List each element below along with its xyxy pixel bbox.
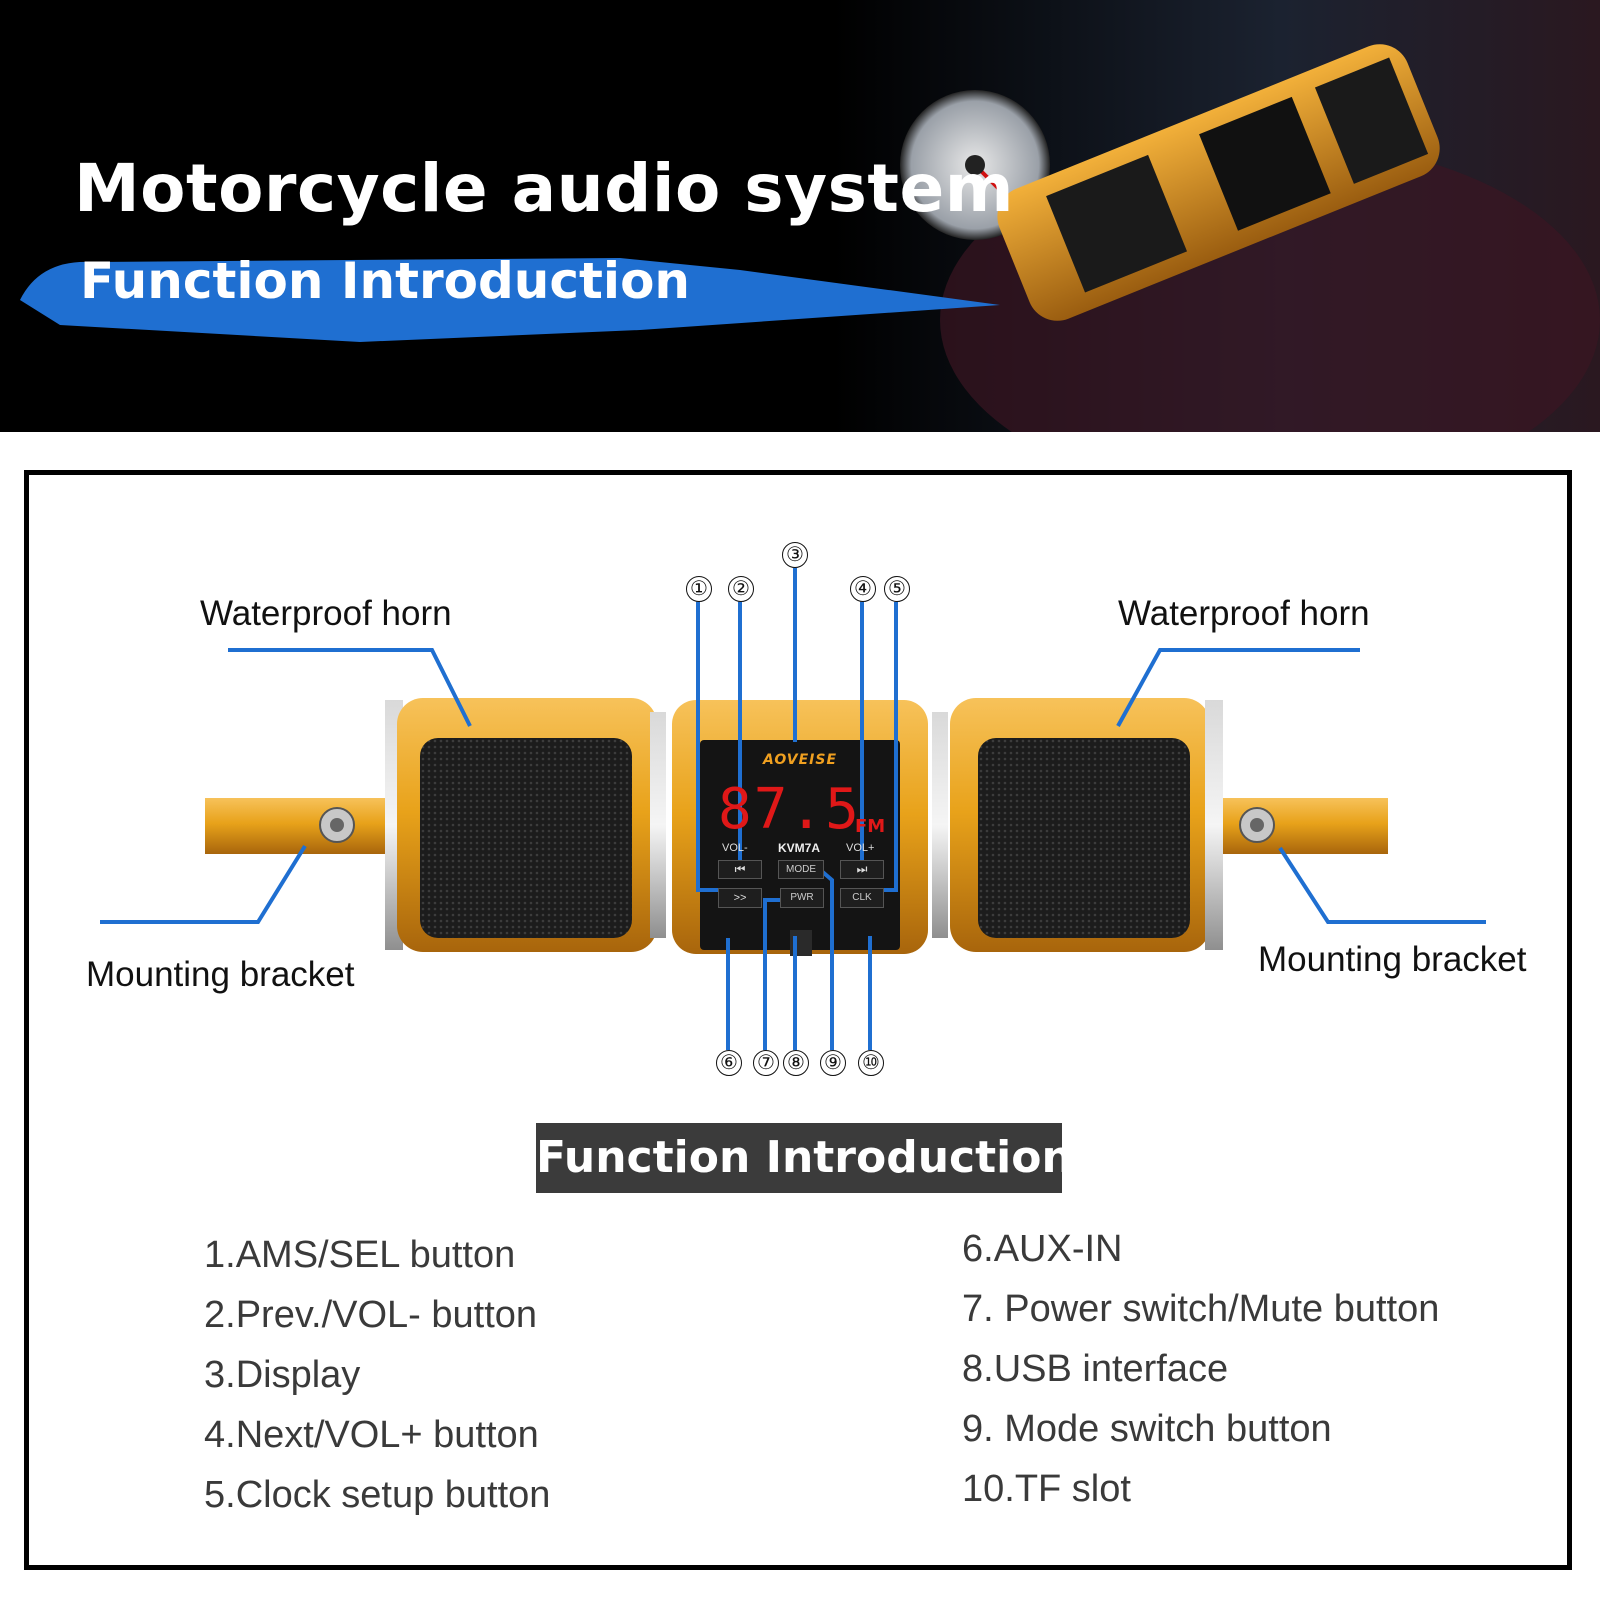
band-indicator: FM (855, 816, 886, 837)
feature-item: 1.AMS/SEL button (204, 1234, 516, 1276)
callout-lines (100, 568, 1486, 1050)
vol-plus-label: VOL+ (846, 842, 875, 854)
feature-item: 8.USB interface (962, 1348, 1229, 1390)
waterproof-horn-right (932, 698, 1223, 952)
header-banner: Motorcycle audio system Function Introdu… (0, 0, 1600, 432)
prev-vol-down-button[interactable]: ⏮ (718, 860, 762, 879)
page-subtitle: Function Introduction (80, 252, 691, 310)
feature-item: 4.Next/VOL+ button (204, 1414, 539, 1456)
feature-item: 10.TF slot (962, 1468, 1131, 1510)
feature-item: 5.Clock setup button (204, 1474, 551, 1516)
label-waterproof-horn-right: Waterproof horn (1118, 594, 1370, 633)
section-title: Function Introduction (536, 1123, 1073, 1193)
callout-9: ⑨ (820, 1050, 846, 1076)
power-button[interactable]: PWR (780, 888, 824, 908)
ams-sel-button[interactable]: >> (718, 888, 762, 908)
frequency-display: 87.5 (718, 777, 861, 842)
feature-item: 6.AUX-IN (962, 1228, 1123, 1270)
feature-item: 3.Display (204, 1354, 361, 1396)
callout-2: ② (728, 576, 754, 602)
callout-10: ⑩ (858, 1050, 884, 1076)
banner-photo (20, 44, 1600, 432)
callout-5: ⑤ (884, 576, 910, 602)
page-title: Motorcycle audio system (74, 150, 1014, 227)
clock-button[interactable]: CLK (840, 888, 884, 908)
mounting-bracket-right (1208, 798, 1388, 854)
next-vol-up-button[interactable]: ⏭ (840, 860, 884, 879)
mounting-bracket-left (205, 798, 385, 854)
callout-6: ⑥ (716, 1050, 742, 1076)
callout-4: ④ (850, 576, 876, 602)
brush-stroke (20, 258, 1000, 342)
label-mounting-bracket-left: Mounting bracket (86, 955, 355, 994)
diagram-frame (24, 470, 1572, 1570)
callout-1: ① (686, 576, 712, 602)
callout-7: ⑦ (753, 1050, 779, 1076)
waterproof-horn-left (385, 698, 666, 952)
callout-8: ⑧ (783, 1050, 809, 1076)
model-label: KVM7A (778, 841, 821, 855)
brand-logo: AOVEISE (762, 752, 838, 768)
mode-button[interactable]: MODE (778, 860, 824, 879)
callout-3: ③ (782, 542, 808, 568)
vol-minus-label: VOL- (722, 842, 748, 854)
feature-item: 2.Prev./VOL- button (204, 1294, 538, 1336)
label-mounting-bracket-right: Mounting bracket (1258, 940, 1527, 979)
feature-item: 7. Power switch/Mute button (962, 1288, 1440, 1330)
label-waterproof-horn-left: Waterproof horn (200, 594, 452, 633)
feature-item: 9. Mode switch button (962, 1408, 1332, 1450)
